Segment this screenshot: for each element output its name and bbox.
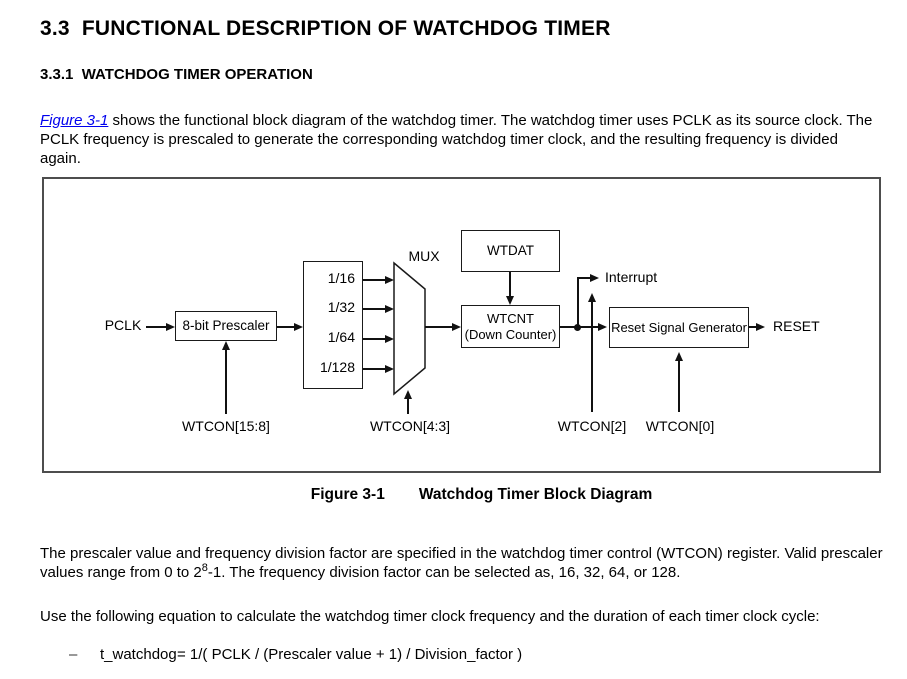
wtcnt-out-arrowhead-icon: [598, 323, 607, 331]
tap1-line: [363, 279, 385, 281]
equation-lhs: t_watchdog: [100, 646, 177, 663]
tap4-line: [363, 368, 385, 370]
intro-paragraph-text: shows the functional block diagram of th…: [40, 112, 873, 167]
subsection-heading: 3.3.1 WATCHDOG TIMER OPERATION: [40, 66, 313, 83]
equation-intro-paragraph: Use the following equation to calculate …: [40, 608, 820, 625]
tap4-arrowhead-icon: [385, 365, 394, 373]
wtcon4-3-arrowhead-icon: [404, 390, 412, 399]
reset-out-arrowhead-icon: [756, 323, 765, 331]
wtcon4-3-line: [407, 399, 409, 414]
reset-out-line: [749, 326, 756, 328]
wtdat-to-wtcnt-line: [509, 272, 511, 296]
tap3-line: [363, 338, 385, 340]
figure-caption: Figure 3-1 Watchdog Timer Block Diagram: [62, 486, 901, 504]
prescaler-paragraph-text-end: -1. The frequency division factor can be…: [207, 564, 681, 581]
wtcnt-block-label: WTCNT: [487, 311, 534, 326]
reset-label: RESET: [773, 318, 820, 334]
tap3-arrowhead-icon: [385, 335, 394, 343]
wtcon2-label: WTCON[2]: [557, 418, 627, 434]
wtdat-block-label: WTDAT: [487, 243, 534, 258]
mux-label: MUX: [408, 248, 440, 264]
equation-dash: –: [69, 646, 78, 663]
prescaler-paragraph: The prescaler value and frequency divisi…: [40, 544, 885, 582]
figure-caption-label: Figure 3-1: [310, 486, 385, 503]
prescaler-block: 8-bit Prescaler: [175, 311, 277, 341]
wtcon2-arrowhead-icon: [588, 293, 596, 302]
interrupt-riser-line: [577, 278, 579, 326]
wtcon0-line: [678, 361, 680, 412]
wtdat-to-wtcnt-arrowhead-icon: [506, 296, 514, 305]
divider-tap-1-128: 1/128: [319, 359, 355, 375]
reset-signal-generator-block: Reset Signal Generator: [609, 307, 749, 348]
pclk-line: [146, 326, 166, 328]
wtcon15-8-line: [225, 350, 227, 414]
watchdog-timer-block-diagram: PCLK 8-bit Prescaler 1/16 1/32 1/64 1/12…: [42, 177, 881, 473]
figure-3-1-link[interactable]: Figure 3-1: [40, 112, 109, 129]
divider-tap-1-32: 1/32: [327, 299, 355, 315]
watchdog-equation: – t_watchdog = 1/( PCLK / (Prescaler val…: [40, 646, 885, 666]
divider-tap-1-64: 1/64: [327, 329, 355, 345]
mux-out-line: [425, 326, 452, 328]
prescaler-paragraph-text: The prescaler value and frequency divisi…: [40, 545, 883, 581]
pclk-arrowhead-icon: [166, 323, 175, 331]
equation-rhs: = 1/( PCLK / (Prescaler value + 1) / Div…: [177, 646, 523, 663]
wtcon15-8-label: WTCON[15:8]: [182, 418, 270, 434]
prescaler-block-label: 8-bit Prescaler: [182, 318, 270, 333]
wtcon15-8-arrowhead-icon: [222, 341, 230, 350]
section-heading: 3.3 FUNCTIONAL DESCRIPTION OF WATCHDOG T…: [40, 17, 611, 40]
prescaler-out-line: [277, 326, 294, 328]
wtcon2-line: [591, 302, 593, 412]
wtdat-block: WTDAT: [461, 230, 560, 272]
interrupt-line: [577, 277, 590, 279]
intro-paragraph: Figure 3-1 shows the functional block di…: [40, 111, 878, 168]
pclk-label: PCLK: [104, 317, 142, 333]
wtcon0-arrowhead-icon: [675, 352, 683, 361]
mux-shape: [393, 261, 426, 396]
junction-dot: [574, 324, 581, 331]
wtcnt-block-sublabel: (Down Counter): [464, 326, 557, 342]
divider-block: 1/16 1/32 1/64 1/128: [303, 261, 363, 389]
mux-out-arrowhead-icon: [452, 323, 461, 331]
tap2-line: [363, 308, 385, 310]
reset-signal-generator-label: Reset Signal Generator: [611, 319, 747, 335]
interrupt-label: Interrupt: [605, 269, 658, 285]
divider-tap-1-16: 1/16: [327, 270, 355, 286]
wtcnt-block: WTCNT (Down Counter): [461, 305, 560, 348]
tap1-arrowhead-icon: [385, 276, 394, 284]
tap2-arrowhead-icon: [385, 305, 394, 313]
wtcon4-3-label: WTCON[4:3]: [369, 418, 451, 434]
wtcon0-label: WTCON[0]: [645, 418, 715, 434]
prescaler-out-arrowhead-icon: [294, 323, 303, 331]
superscript-8: 8: [201, 562, 208, 574]
interrupt-arrowhead-icon: [590, 274, 599, 282]
figure-caption-title: Watchdog Timer Block Diagram: [418, 486, 653, 503]
